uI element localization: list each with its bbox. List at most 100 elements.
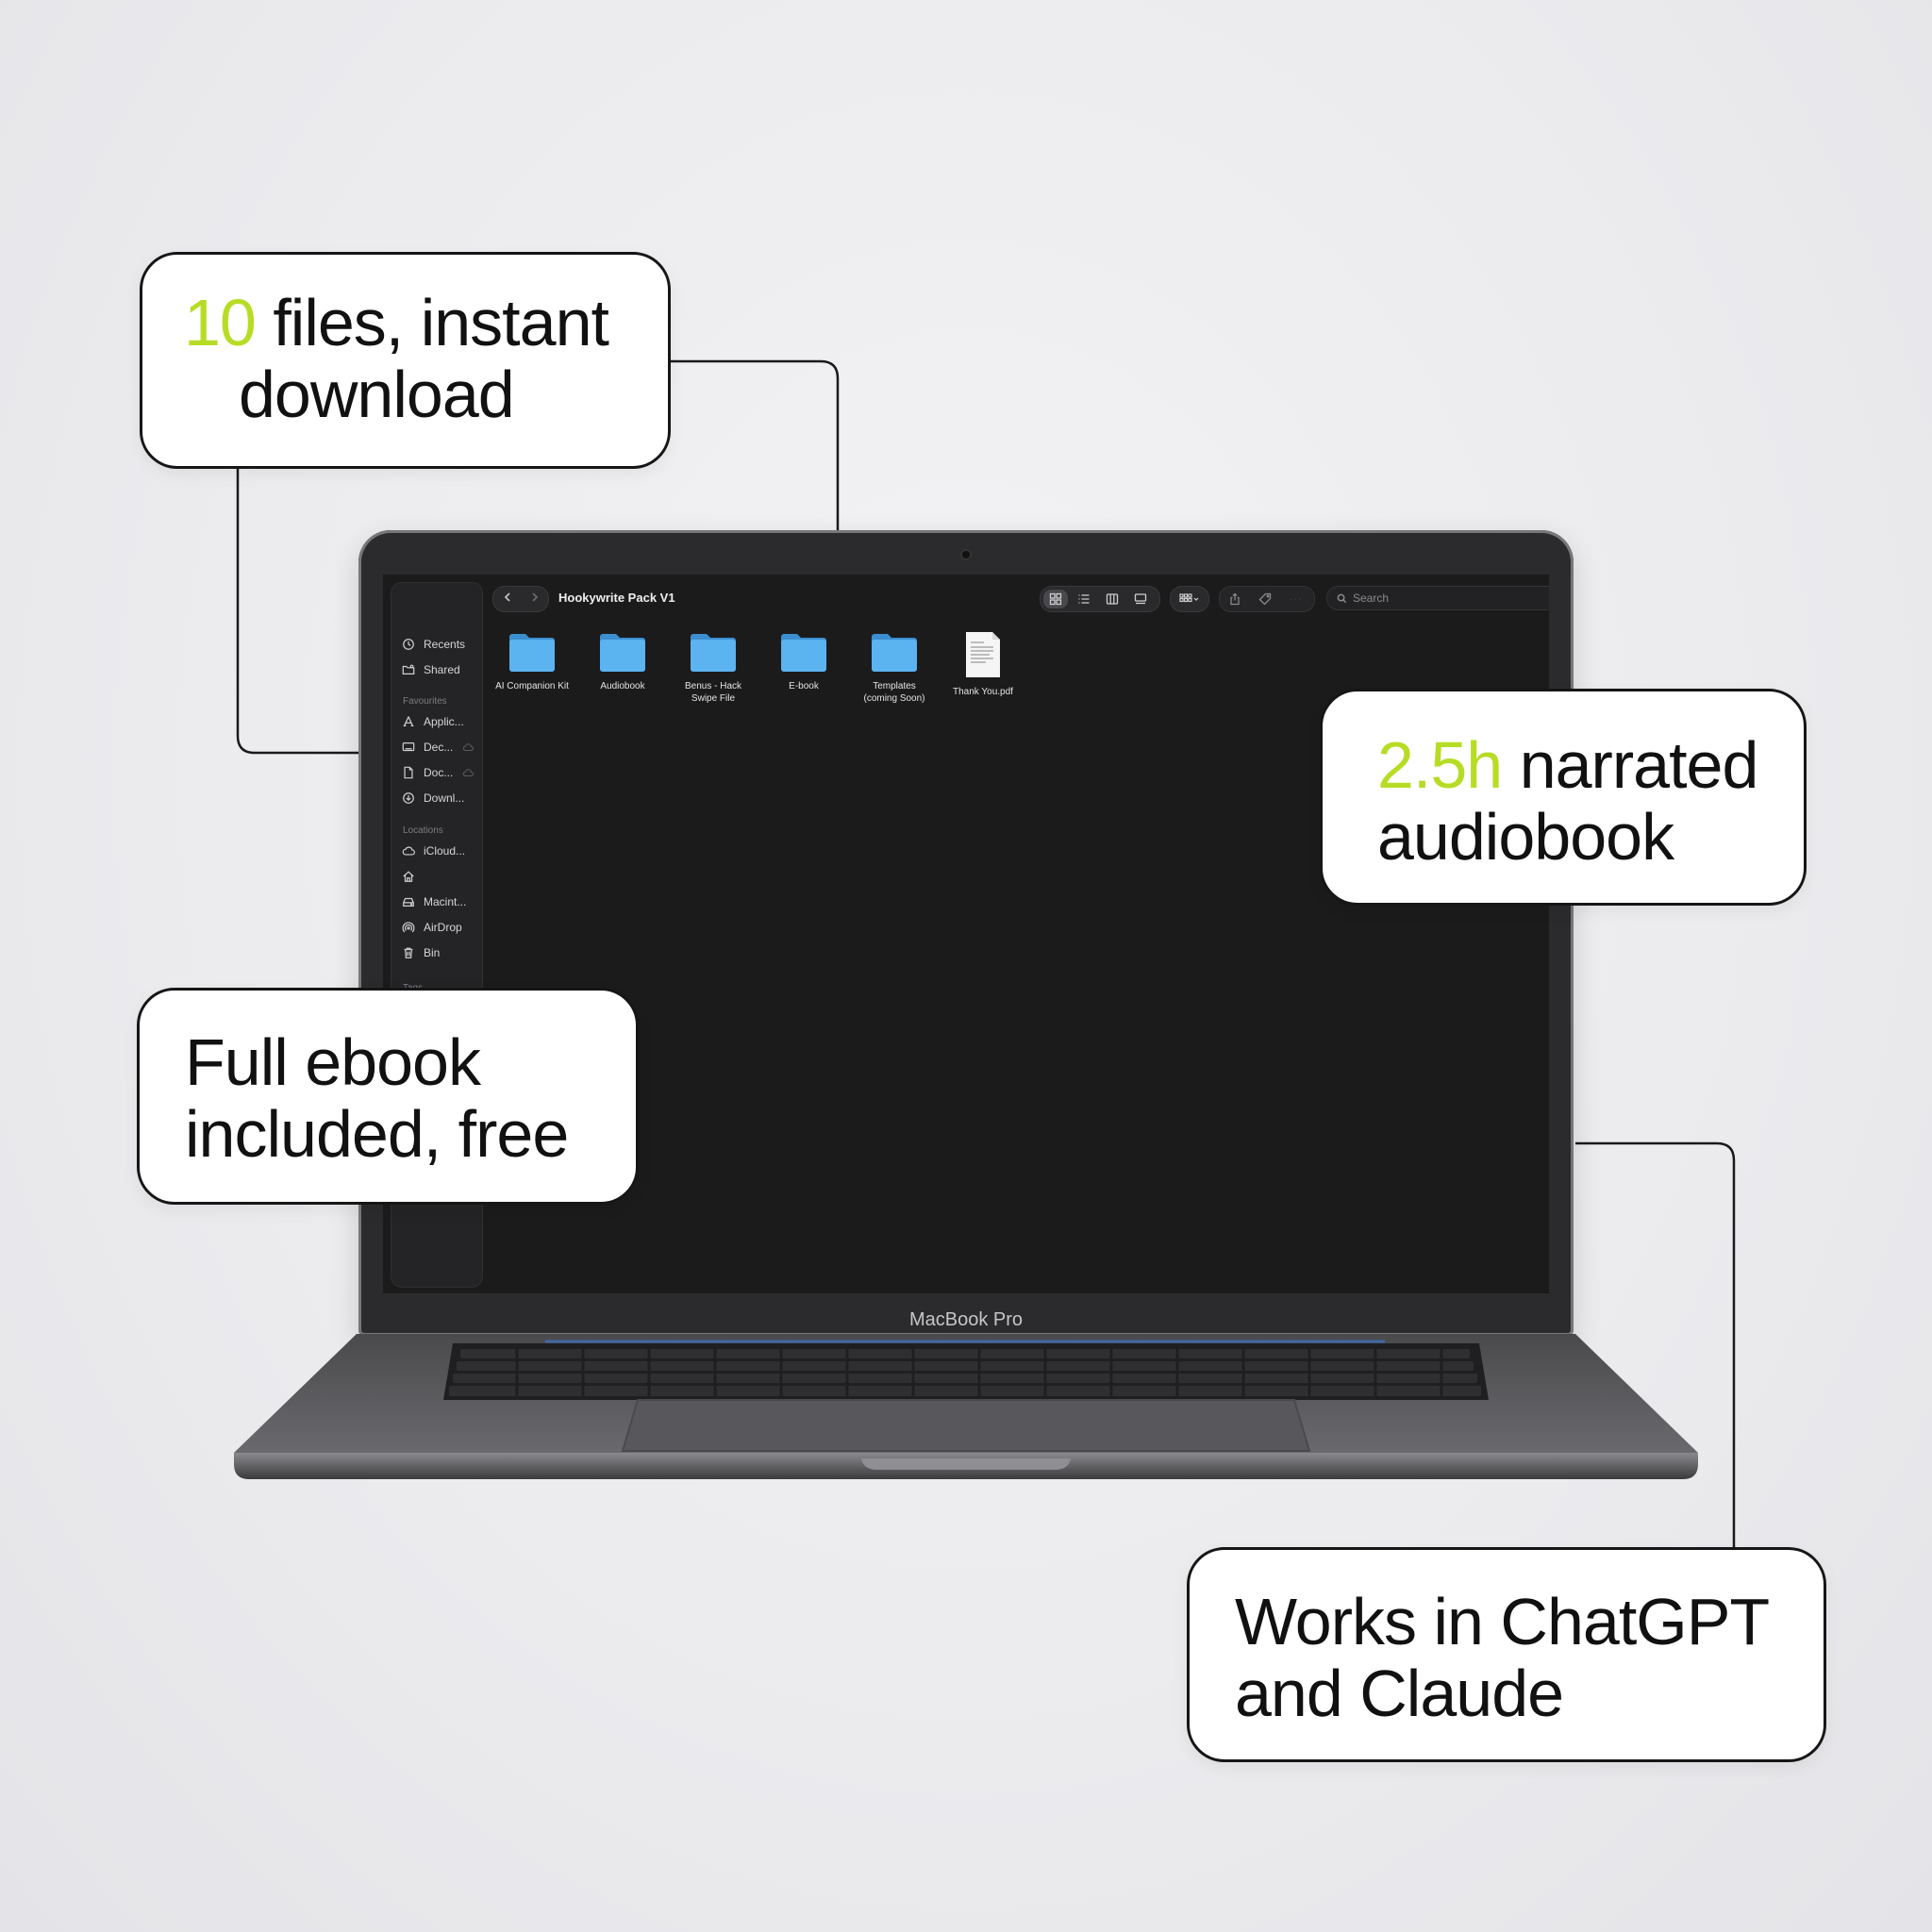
callout-files-line1: 10 files, instant bbox=[184, 286, 609, 359]
cloud-icon bbox=[463, 769, 475, 776]
applications-icon bbox=[401, 714, 416, 729]
action-buttons bbox=[1219, 586, 1315, 612]
cloud-icon bbox=[401, 843, 416, 858]
callout-ebook-line2: included, free bbox=[185, 1097, 569, 1171]
window-title: Hookywrite Pack V1 bbox=[558, 591, 675, 605]
folder-icon bbox=[598, 631, 647, 673]
folder-icon bbox=[870, 631, 919, 673]
sidebar-item-applications[interactable]: Applic... bbox=[401, 711, 464, 732]
airdrop-icon bbox=[401, 920, 416, 935]
cloud-icon bbox=[463, 743, 475, 751]
clock-icon bbox=[401, 637, 416, 652]
sidebar-item-home[interactable] bbox=[401, 866, 424, 887]
sidebar-item-label: Bin bbox=[424, 946, 441, 959]
disk-icon bbox=[401, 894, 416, 909]
sidebar-item-label: iCloud... bbox=[424, 844, 466, 858]
navigation-buttons bbox=[492, 586, 549, 612]
tag-button[interactable] bbox=[1257, 591, 1273, 607]
chevron-left-icon bbox=[504, 592, 510, 602]
file-item-audiobook[interactable]: Audiobook bbox=[577, 631, 668, 692]
sidebar-item-label: Doc... bbox=[424, 766, 454, 779]
file-item-templates[interactable]: Templates(coming Soon) bbox=[849, 631, 940, 705]
grid-icon bbox=[1049, 592, 1062, 606]
sidebar-item-label: AirDrop bbox=[424, 921, 462, 934]
trash-icon bbox=[401, 945, 416, 960]
gallery-view-button[interactable] bbox=[1128, 590, 1153, 608]
view-mode-switcher bbox=[1040, 586, 1160, 612]
sidebar-item-documents[interactable]: Doc... bbox=[401, 762, 475, 783]
callout-highlight: 2.5h bbox=[1377, 728, 1503, 802]
callout-works: Works in ChatGPT and Claude bbox=[1187, 1547, 1826, 1762]
camera-icon bbox=[962, 551, 970, 558]
file-label: Thank You.pdf bbox=[953, 687, 1013, 697]
sidebar-item-label: Applic... bbox=[424, 715, 464, 728]
columns-icon bbox=[1106, 593, 1119, 605]
file-label: E-book bbox=[789, 681, 819, 691]
callout-ebook-line1: Full ebook bbox=[185, 1025, 481, 1099]
desktop-icon bbox=[401, 740, 416, 755]
locations-heading: Locations bbox=[403, 825, 443, 836]
callout-audiobook-line2: audiobook bbox=[1377, 800, 1674, 874]
sidebar-item-label: Recents bbox=[424, 638, 466, 651]
group-grid-icon bbox=[1179, 593, 1199, 603]
home-icon bbox=[401, 869, 416, 884]
sidebar-item-recents[interactable]: Recents bbox=[401, 634, 465, 655]
callout-highlight: 10 bbox=[184, 286, 257, 359]
chevron-right-icon bbox=[531, 592, 538, 602]
sidebar-item-macintosh[interactable]: Macint... bbox=[401, 891, 466, 912]
callout-audiobook-line1: 2.5h narrated bbox=[1377, 728, 1758, 802]
sidebar-item-desktop[interactable]: Dec... bbox=[401, 737, 475, 758]
icon-view-button[interactable] bbox=[1043, 590, 1068, 608]
file-label: Audiobook bbox=[600, 681, 645, 691]
sidebar-item-shared[interactable]: Shared bbox=[401, 659, 460, 680]
sidebar-item-downloads[interactable]: Downl... bbox=[401, 788, 464, 808]
laptop-screen: Recents Shared Favourites Applic... Dec.… bbox=[383, 575, 1549, 1293]
sidebar-item-label: Macint... bbox=[424, 895, 467, 908]
sidebar-item-icloud[interactable]: iCloud... bbox=[401, 841, 465, 861]
finder-toolbar: Hookywrite Pack V1 bbox=[487, 580, 1549, 618]
sidebar-item-airdrop[interactable]: AirDrop bbox=[401, 917, 462, 938]
callout-audiobook: 2.5h narrated audiobook bbox=[1320, 689, 1807, 906]
file-item-e-book[interactable]: E-book bbox=[758, 631, 849, 692]
document-icon bbox=[401, 765, 416, 780]
share-icon bbox=[1230, 592, 1240, 606]
back-button[interactable] bbox=[502, 591, 513, 608]
favourites-heading: Favourites bbox=[403, 696, 447, 707]
sidebar-item-label: Downl... bbox=[424, 791, 465, 805]
folder-icon bbox=[689, 631, 738, 673]
shared-folder-icon bbox=[401, 662, 416, 677]
sidebar-item-label: Dec... bbox=[424, 741, 454, 754]
search-field[interactable] bbox=[1326, 586, 1549, 610]
gallery-icon bbox=[1134, 593, 1147, 605]
tag-icon bbox=[1258, 592, 1272, 606]
pdf-document-icon bbox=[964, 631, 1002, 678]
callout-works-line2: and Claude bbox=[1235, 1657, 1564, 1730]
file-label: Templates(coming Soon) bbox=[863, 681, 925, 704]
search-icon bbox=[1337, 593, 1347, 603]
file-label: AI Companion Kit bbox=[495, 681, 569, 691]
file-item-thank-you-pdf[interactable]: Thank You.pdf bbox=[938, 631, 1028, 698]
sidebar-item-label: Shared bbox=[424, 663, 460, 676]
callout-ebook: Full ebook included, free bbox=[137, 988, 639, 1205]
laptop-model-label: MacBook Pro bbox=[908, 1309, 1024, 1330]
list-icon bbox=[1078, 594, 1090, 604]
file-item-ai-companion-kit[interactable]: AI Companion Kit bbox=[487, 631, 577, 692]
more-button[interactable] bbox=[1288, 591, 1303, 607]
more-icon bbox=[1291, 598, 1300, 600]
folder-icon bbox=[508, 631, 557, 673]
group-button[interactable] bbox=[1170, 586, 1209, 612]
list-view-button[interactable] bbox=[1072, 590, 1096, 608]
laptop-base bbox=[234, 1334, 1698, 1479]
callout-works-line1: Works in ChatGPT bbox=[1235, 1585, 1770, 1658]
search-input[interactable] bbox=[1353, 591, 1532, 605]
sidebar-item-bin[interactable]: Bin bbox=[401, 942, 440, 963]
share-button[interactable] bbox=[1227, 591, 1242, 607]
callout-files-line2: download bbox=[239, 358, 515, 431]
column-view-button[interactable] bbox=[1100, 590, 1124, 608]
download-icon bbox=[401, 791, 416, 806]
forward-button[interactable] bbox=[529, 591, 541, 608]
